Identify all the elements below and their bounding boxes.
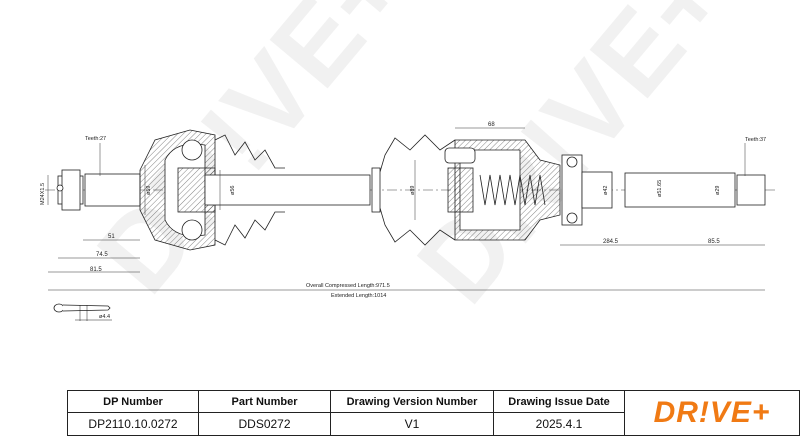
dim-68: 68 [488,122,495,128]
dia-51-65-label: ø51.65 [657,180,663,197]
header-issue-date: Drawing Issue Date [493,390,625,413]
svg-text:DR!VE+: DR!VE+ [74,0,430,315]
part-number-value: DDS0272 [198,412,331,436]
header-drawing-version: Drawing Version Number [330,390,494,413]
right-teeth-label: Teeth:37 [745,137,766,143]
dim-81-5: 81.5 [90,267,102,273]
dimension-lines [47,127,765,291]
title-block: DP Number Part Number Drawing Version Nu… [67,390,800,436]
shaft-body [56,129,766,251]
thread-label: M24X1.5 [40,183,46,205]
cotter-pin-icon [53,303,112,321]
extended-length-label: Extended Length:1014 [331,293,386,299]
drawing-version-value: V1 [330,412,494,436]
dim-74-5: 74.5 [96,252,108,258]
dia-56-label: ø56 [230,186,236,195]
pin-dia-label: ø4.4 [99,314,110,320]
drive-shaft-drawing: DR!VE+ DR!VE+ [40,0,775,325]
dim-284-5: 284.5 [603,239,619,245]
header-dp-number: DP Number [67,390,199,413]
left-teeth-label: Teeth:27 [85,136,106,142]
dia-89-label: ø89 [410,186,416,195]
issue-date-value: 2025.4.1 [493,412,625,436]
overall-length-label: Overall Compressed Length:971.5 [306,283,390,289]
header-part-number: Part Number [198,390,331,413]
drive-logo: DR!VE+ [653,396,771,429]
dia-42-label: ø42 [603,186,609,195]
dia-59-label: ø59 [146,186,152,195]
dia-29-label: ø29 [715,186,721,195]
logo-cell: DR!VE+ [624,390,800,436]
dp-number-value: DP2110.10.0272 [67,412,199,436]
dim-51: 51 [108,234,115,240]
dim-85-5: 85.5 [708,239,720,245]
